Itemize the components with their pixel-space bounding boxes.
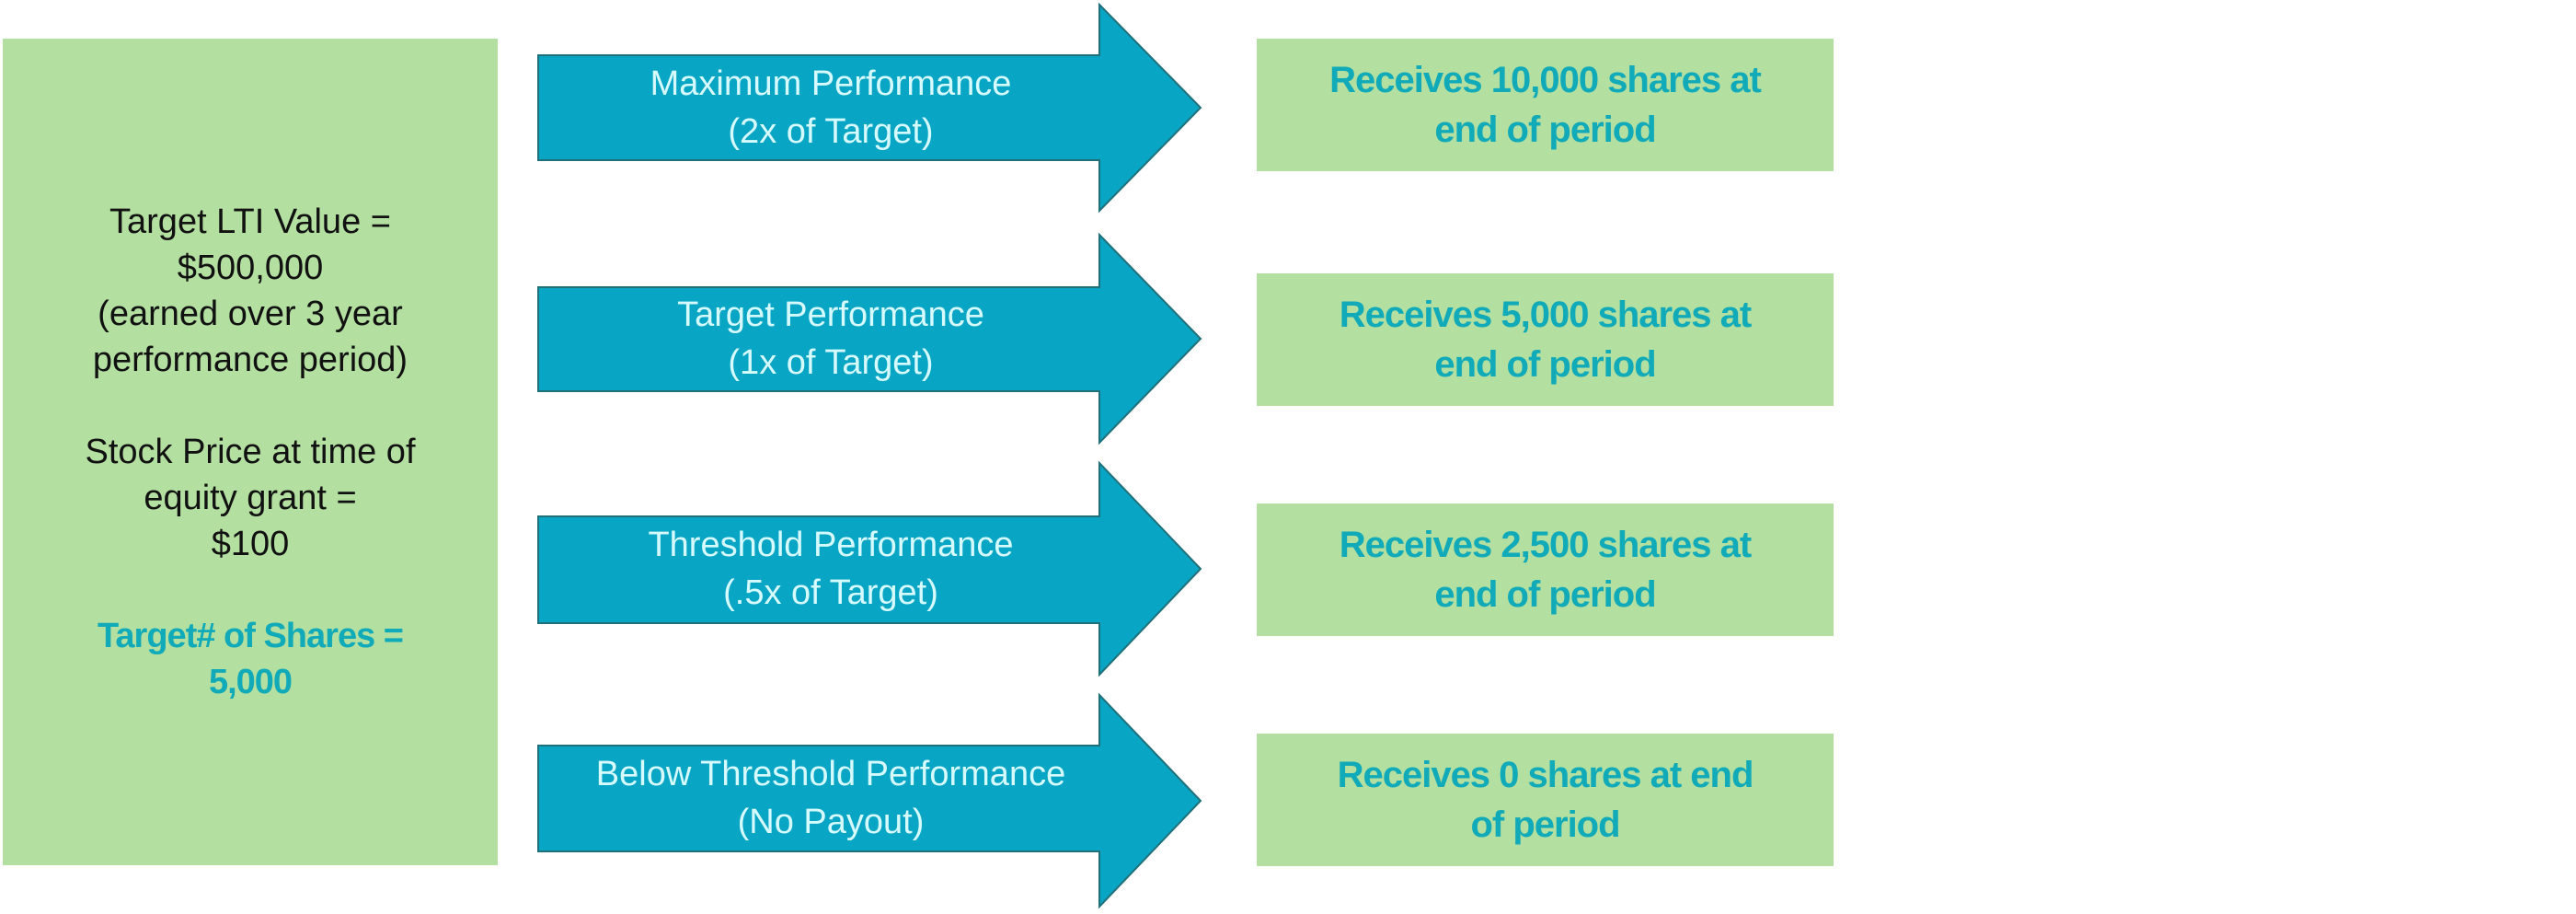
outcome-box-below-threshold: Receives 0 shares at end of period bbox=[1257, 734, 1834, 866]
target-lti-value-text: Target LTI Value = $500,000 (earned over… bbox=[92, 202, 408, 379]
right-arrow-icon bbox=[537, 461, 1202, 677]
tier-arrow-label: Maximum Performance (2x of Target) bbox=[650, 64, 1012, 151]
right-arrow-icon bbox=[537, 233, 1202, 445]
tier-arrow-label: Target Performance (1x of Target) bbox=[677, 295, 984, 382]
right-arrow-icon bbox=[537, 693, 1202, 908]
outcome-box-threshold: Receives 2,500 shares at end of period bbox=[1257, 503, 1834, 636]
right-arrow-icon bbox=[537, 3, 1202, 213]
outcome-box-maximum: Receives 10,000 shares at end of period bbox=[1257, 39, 1834, 171]
tier-arrow-threshold: Threshold Performance (.5x of Target) bbox=[536, 461, 1203, 677]
tier-arrow-maximum: Maximum Performance (2x of Target) bbox=[536, 3, 1203, 213]
assumptions-panel: Target LTI Value = $500,000 (earned over… bbox=[3, 39, 498, 865]
tier-arrow-below-threshold: Below Threshold Performance (No Payout) bbox=[536, 693, 1203, 908]
stock-price-text: Stock Price at time of equity grant = $1… bbox=[85, 433, 416, 563]
target-shares-text: Target# of Shares = 5,000 bbox=[98, 617, 404, 701]
outcome-box-target: Receives 5,000 shares at end of period bbox=[1257, 273, 1834, 406]
tier-arrow-target: Target Performance (1x of Target) bbox=[536, 233, 1203, 445]
tier-arrow-label: Threshold Performance (.5x of Target) bbox=[648, 526, 1014, 612]
tier-arrow-label: Below Threshold Performance (No Payout) bbox=[595, 755, 1066, 841]
